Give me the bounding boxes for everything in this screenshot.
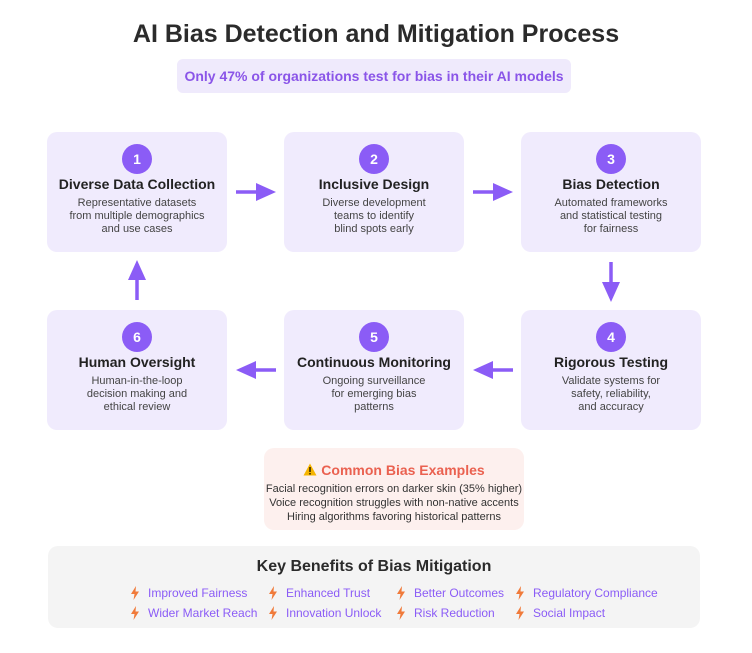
lightning-bolt-icon [269, 606, 277, 620]
benefits-panel: Key Benefits of Bias Mitigation Improved… [48, 546, 700, 628]
step-description: Human-in-the-loop decision making and et… [86, 375, 188, 413]
benefit-item: Regulatory Compliance [515, 586, 658, 600]
step-title: Diverse Data Collection [58, 176, 216, 192]
benefit-item: Innovation Unlock [268, 606, 381, 620]
benefits-heading: Key Benefits of Bias Mitigation [256, 558, 492, 575]
step-number-badge: 2 [359, 144, 389, 174]
arrow-right-1-to-2 [236, 183, 276, 201]
arrow-up-6-to-1 [128, 260, 146, 300]
bias-examples-heading: Common Bias Examples [264, 462, 524, 478]
lightning-bolt-icon [131, 586, 139, 600]
step-card-bias-detection: 3 Bias Detection Automated frameworks an… [521, 132, 701, 252]
step-description: Representative datasets from multiple de… [69, 197, 205, 235]
step-card-rigorous-testing: 4 Rigorous Testing Validate systems for … [521, 310, 701, 430]
list-item: Voice recognition struggles with non-nat… [269, 497, 519, 509]
arrow-right-2-to-3 [473, 183, 513, 201]
step-title: Inclusive Design [318, 176, 430, 192]
arrow-left-4-to-5 [473, 361, 513, 379]
step-card-data-collection: 1 Diverse Data Collection Representative… [47, 132, 227, 252]
step-title: Bias Detection [562, 176, 660, 192]
lightning-bolt-icon [397, 606, 405, 620]
list-item: Hiring algorithms favoring historical pa… [287, 511, 501, 523]
benefit-item: Risk Reduction [396, 606, 495, 620]
step-card-inclusive-design: 2 Inclusive Design Diverse development t… [284, 132, 464, 252]
benefit-item: Enhanced Trust [268, 586, 370, 600]
warning-icon [303, 463, 317, 476]
arrow-left-5-to-6 [236, 361, 276, 379]
step-description: Diverse development teams to identify bl… [322, 197, 426, 235]
step-title: Human Oversight [78, 354, 196, 370]
step-number-badge: 4 [596, 322, 626, 352]
lightning-bolt-icon [131, 606, 139, 620]
statistic-banner: Only 47% of organizations test for bias … [177, 59, 571, 93]
lightning-bolt-icon [516, 606, 524, 620]
benefit-item: Improved Fairness [130, 586, 247, 600]
step-card-continuous-monitoring: 5 Continuous Monitoring Ongoing surveill… [284, 310, 464, 430]
step-number-badge: 5 [359, 322, 389, 352]
step-description: Validate systems for safety, reliability… [561, 375, 661, 413]
benefit-item: Better Outcomes [396, 586, 504, 600]
lightning-bolt-icon [516, 586, 524, 600]
step-number-badge: 1 [122, 144, 152, 174]
step-description: Automated frameworks and statistical tes… [554, 197, 668, 235]
arrow-down-3-to-4 [602, 262, 620, 302]
benefit-item: Wider Market Reach [130, 606, 257, 620]
step-card-human-oversight: 6 Human Oversight Human-in-the-loop deci… [47, 310, 227, 430]
step-number-badge: 6 [122, 322, 152, 352]
step-number-badge: 3 [596, 144, 626, 174]
lightning-bolt-icon [269, 586, 277, 600]
page-title: AI Bias Detection and Mitigation Process [132, 20, 620, 48]
step-title: Continuous Monitoring [297, 354, 451, 370]
lightning-bolt-icon [397, 586, 405, 600]
bias-examples-panel: Common Bias Examples Facial recognition … [264, 448, 524, 530]
step-title: Rigorous Testing [553, 354, 669, 370]
benefit-item: Social Impact [515, 606, 605, 620]
step-description: Ongoing surveillance for emerging bias p… [322, 375, 426, 413]
list-item: Facial recognition errors on darker skin… [265, 483, 523, 495]
bias-examples-list: Facial recognition errors on darker skin… [264, 482, 524, 524]
